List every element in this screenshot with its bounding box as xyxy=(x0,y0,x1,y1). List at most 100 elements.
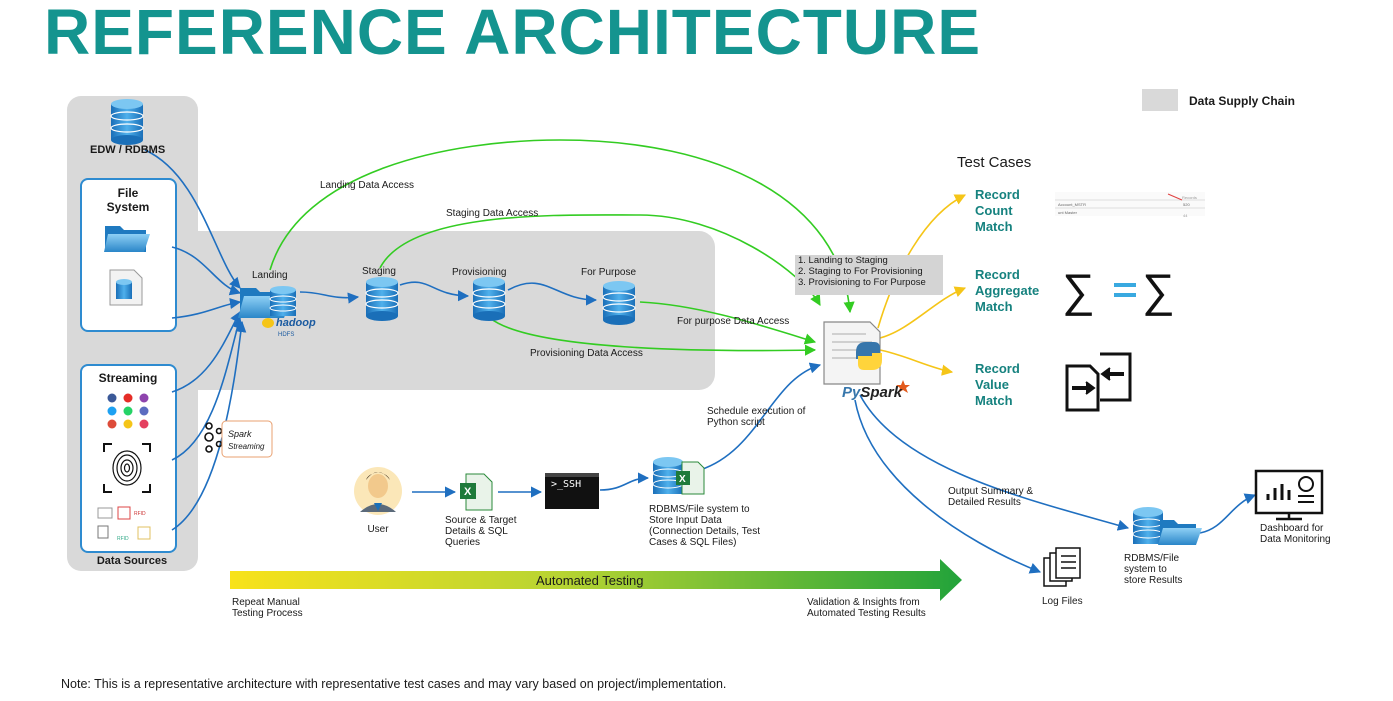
ssh-label: >_SSH xyxy=(551,479,582,490)
tc1-line2: Count xyxy=(975,203,1013,218)
svg-text:X: X xyxy=(464,486,472,498)
svg-text:X: X xyxy=(679,474,686,485)
table-row-1: Account_MSTR xyxy=(1058,202,1087,207)
file-system-label-2: System xyxy=(106,200,150,214)
provisioning-access-label: Provisioning Data Access xyxy=(530,348,643,359)
for-purpose-access-label: For purpose Data Access xyxy=(677,316,790,327)
rfid-tag-label-2: RFID xyxy=(117,536,129,542)
staging-database-icon xyxy=(365,277,399,321)
tc2-line3: Match xyxy=(975,299,1013,314)
test-case-value-match: Record Value Match xyxy=(975,361,1020,409)
spark-badge-line2: Streaming xyxy=(228,442,265,451)
for-purpose-database-icon xyxy=(602,281,636,325)
arrow-ssh-to-rdbms xyxy=(599,472,650,491)
streaming-label: Streaming xyxy=(98,371,158,385)
stage-transition-3: 3. Provisioning to For Purpose xyxy=(798,277,926,288)
arrow-provisioning-access xyxy=(489,317,817,356)
source-label-2: Details & SQL xyxy=(445,526,508,537)
schedule-label-1: Schedule execution of xyxy=(707,406,806,417)
test-cases-heading: Test Cases xyxy=(957,154,1032,171)
tc1-line3: Match xyxy=(975,219,1013,234)
compare-documents-icon xyxy=(1065,352,1132,412)
stage-transition-2: 2. Staging to For Provisioning xyxy=(798,266,923,277)
arrow-stream-to-landing xyxy=(171,311,241,393)
arrow-landing-to-staging xyxy=(299,291,360,304)
file-system-label-1: File xyxy=(117,186,139,200)
arrow-file-to-landing xyxy=(171,246,242,296)
arrow-to-value-match xyxy=(879,349,954,376)
spark-star-icon xyxy=(896,380,910,393)
folder-icon xyxy=(104,226,150,252)
database-document-icon xyxy=(109,269,143,306)
arrow-bio-to-landing xyxy=(171,316,243,461)
user-avatar-icon xyxy=(354,467,402,515)
legend-label: Data Supply Chain xyxy=(1189,94,1296,108)
tc1-line1: Record xyxy=(975,187,1020,202)
page-title: REFERENCE ARCHITECTURE xyxy=(44,0,981,68)
validation-label-2: Automated Testing Results xyxy=(807,608,926,619)
tc2-line1: Record xyxy=(975,267,1020,282)
rdbms-input-icon: X xyxy=(652,457,705,495)
table-row-2: unt Master xyxy=(1058,210,1077,215)
social-media-icons xyxy=(107,393,149,429)
pyspark-script-icon xyxy=(823,321,882,385)
schedule-label-2: Python script xyxy=(707,417,765,428)
log-files-icon xyxy=(1043,547,1081,587)
ssh-terminal-icon xyxy=(545,473,599,509)
arrow-pyspark-to-results xyxy=(859,394,1130,531)
rfid-tag-label: RFID xyxy=(134,511,146,517)
arrow-provisioning-to-forpurpose xyxy=(507,282,598,306)
landing-label: Landing xyxy=(252,270,288,281)
pyspark-py: Py xyxy=(842,384,861,401)
kafka-icon xyxy=(204,422,223,453)
landing-icon xyxy=(238,286,297,318)
dashboard-monitor-icon xyxy=(1254,469,1324,521)
log-files-label: Log Files xyxy=(1042,596,1083,607)
for-purpose-label: For Purpose xyxy=(581,267,637,278)
repeat-manual-label-1: Repeat Manual xyxy=(232,597,300,608)
tc2-line2: Aggregate xyxy=(975,283,1040,298)
dashboard-label-2: Data Monitoring xyxy=(1260,534,1331,545)
source-label-3: Queries xyxy=(445,537,481,548)
rdbms-label-1: RDBMS/File system to xyxy=(649,504,750,515)
fingerprint-icon xyxy=(103,443,151,493)
test-case-count-match: Record Count Match xyxy=(975,187,1020,235)
automated-testing-label: Automated Testing xyxy=(536,573,644,588)
stage-transition-1: 1. Landing to Staging xyxy=(798,255,888,266)
table-val-1: 520 xyxy=(1183,202,1190,207)
arrow-to-aggregate-match xyxy=(879,286,967,339)
spreadsheet-icon: X xyxy=(460,473,493,511)
edw-database-icon xyxy=(110,99,144,145)
rfid-icons xyxy=(97,506,151,540)
tc3-line1: Record xyxy=(975,361,1020,376)
hadoop-sub-text: HDFS xyxy=(278,332,295,338)
rdbms-label-4: Cases & SQL Files) xyxy=(649,537,737,548)
rdbms-label-2: Store Input Data xyxy=(649,515,722,526)
pyspark-label: PySpark xyxy=(842,384,902,401)
staging-access-label: Staging Data Access xyxy=(446,208,539,219)
arrow-staging-access xyxy=(379,214,821,306)
data-sources-label: Data Sources xyxy=(96,555,168,567)
automation-arrow-bar xyxy=(230,559,962,601)
svg-text:∑: ∑ xyxy=(1142,264,1175,316)
table-header: Records xyxy=(1182,195,1197,200)
pyspark-spark: Spark xyxy=(860,384,903,401)
legend-swatch xyxy=(1142,89,1178,111)
arrow-results-to-dashboard xyxy=(1199,493,1257,534)
arrow-to-count-match xyxy=(877,194,967,329)
validation-label-1: Validation & Insights from xyxy=(807,597,920,608)
hadoop-logo-icon xyxy=(262,318,274,328)
provisioning-database-icon xyxy=(472,277,506,321)
landing-access-label: Landing Data Access xyxy=(320,180,414,191)
stage-transitions-box: 1. Landing to Staging 2. Staging to For … xyxy=(795,255,943,295)
results-label-1: RDBMS/File xyxy=(1124,553,1180,564)
arrow-file2-to-landing xyxy=(171,297,242,319)
hadoop-logo-text: hadoop xyxy=(276,317,316,329)
arrow-staging-to-provisioning xyxy=(399,281,470,302)
arrow-edw-to-landing xyxy=(144,149,241,289)
table-val-2: 44 xyxy=(1183,213,1188,218)
arrow-pyspark-to-logs xyxy=(854,399,1042,574)
user-label: User xyxy=(367,524,389,535)
sum-equals-sum-icon: ∑ ∑ xyxy=(1062,264,1175,316)
